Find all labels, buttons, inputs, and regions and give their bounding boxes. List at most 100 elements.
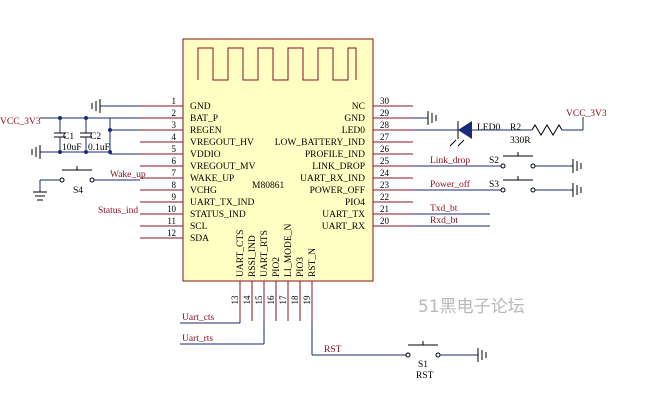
pin-label-22: PIO4	[345, 198, 365, 208]
led-d0	[413, 121, 532, 147]
s4-ref: S4	[73, 186, 83, 196]
c2-value: 0.1uF	[88, 143, 110, 153]
bottom-pin-group: 13UART_CTS14RSSI_IND15UART_RTS16PIO217LI…	[230, 224, 318, 321]
r2-value: 330R	[510, 136, 531, 146]
pin-label-17: LI_MODE_N	[284, 224, 294, 277]
pin-label-1: GND	[190, 102, 211, 112]
pin-label-19: RST_N	[308, 248, 318, 277]
net-txd: Txd_bt	[430, 204, 458, 214]
pin-label-21: UART_TX	[322, 210, 365, 220]
pin-label-23: POWER_OFF	[310, 186, 365, 196]
pin-number-5: 5	[172, 144, 177, 154]
pin-number-14: 14	[242, 295, 252, 305]
net-uart-rts: Uart_rts	[182, 334, 213, 344]
s3-ref: S3	[489, 180, 499, 190]
capacitor-c2	[80, 116, 92, 154]
watermark: 51黑电子论坛	[418, 297, 525, 317]
pin-number-15: 15	[254, 295, 264, 305]
net-wake-up: Wake_up	[110, 170, 146, 180]
pin-number-30: 30	[380, 96, 390, 106]
ground-symbol-pin29	[413, 111, 437, 125]
pin-number-21: 21	[380, 204, 389, 214]
pin-label-12: SDA	[190, 234, 209, 244]
ground-symbol-pin1	[91, 99, 140, 113]
r2-ref: R2	[510, 123, 521, 133]
pin-label-27: LOW_BATTERY_IND	[275, 138, 365, 148]
chip-name: M80861	[252, 181, 284, 191]
pin-label-4: VREGOUT_HV	[190, 138, 254, 148]
pin-label-14: RSSI_IND	[248, 235, 258, 277]
pin-label-29: GND	[344, 114, 365, 124]
pin-number-22: 22	[380, 192, 389, 202]
bottom-wiring	[180, 321, 487, 362]
pin-label-24: UART_RX_IND	[300, 174, 365, 184]
c2-ref: C2	[90, 132, 101, 142]
pin-number-24: 24	[380, 168, 390, 178]
net-uart-cts: Uart_cts	[182, 313, 214, 323]
pin-number-12: 12	[167, 228, 176, 238]
pin-number-6: 6	[172, 156, 177, 166]
switch-s4	[33, 166, 140, 201]
vcc-label-left: VCC_3V3	[0, 117, 41, 127]
pin-number-9: 9	[172, 192, 177, 202]
pin-number-25: 25	[380, 156, 390, 166]
antenna-trace	[197, 47, 357, 81]
pin-label-13: UART_CTS	[236, 230, 246, 277]
pin-number-23: 23	[380, 180, 390, 190]
pin-number-2: 2	[172, 108, 177, 118]
chip-body	[182, 38, 374, 282]
pin-label-30: NC	[352, 102, 365, 112]
net-status-ind: Status_ind	[98, 206, 138, 216]
led-ref: LED0	[477, 123, 500, 133]
pin-label-20: UART_RX	[322, 222, 365, 232]
pin-number-1: 1	[172, 96, 177, 106]
pin-label-11: SCL	[190, 222, 208, 232]
pin-number-4: 4	[172, 132, 177, 142]
pin-number-26: 26	[380, 144, 390, 154]
pin-number-11: 11	[167, 216, 176, 226]
pin-label-2: BAT_P	[190, 114, 218, 124]
pin-number-16: 16	[266, 295, 276, 305]
pin-number-29: 29	[380, 108, 390, 118]
pin-number-28: 28	[380, 120, 390, 130]
s1-ref: S1	[418, 360, 428, 370]
pin-label-25: LINK_DROP	[312, 162, 365, 172]
vcc-label-right: VCC_3V3	[566, 109, 607, 119]
pin-label-3: REGEN	[190, 126, 222, 136]
pin-label-26: PROFILE_IND	[305, 150, 365, 160]
s2-ref: S2	[489, 156, 499, 166]
pin-label-15: UART_RTS	[260, 230, 270, 277]
switch-s2	[413, 152, 582, 173]
net-power-off: Power_off	[430, 179, 471, 190]
c1-ref: C1	[63, 132, 74, 142]
c1-value: 10uF	[62, 143, 82, 153]
switch-s3	[413, 176, 582, 197]
pin-number-10: 10	[167, 204, 177, 214]
pin-label-6: VREGOUT_MV	[190, 162, 256, 172]
capacitor-c1	[54, 116, 66, 154]
pin-number-20: 20	[380, 216, 390, 226]
pin-number-18: 18	[290, 295, 300, 305]
pin-label-9: UART_TX_IND	[190, 198, 254, 208]
power-wiring-left	[40, 117, 140, 155]
pin-number-7: 7	[172, 168, 177, 178]
s1-value: RST	[416, 371, 434, 381]
pin-number-3: 3	[172, 120, 177, 130]
pin-label-7: WAKE_UP	[190, 174, 234, 184]
pin-label-10: STATUS_IND	[190, 210, 246, 220]
right-pin-group: 30NC29GND28LED027LOW_BATTERY_IND26PROFIL…	[275, 96, 413, 232]
net-rst: RST	[324, 345, 342, 355]
pin-label-5: VDDIO	[190, 150, 221, 160]
pin-label-18: PIO3	[296, 257, 306, 277]
pin-number-13: 13	[230, 295, 240, 305]
pin-number-8: 8	[172, 180, 177, 190]
resistor-r2	[531, 117, 584, 136]
pin-number-27: 27	[380, 132, 390, 142]
net-rxd: Rxd_bt	[430, 216, 458, 226]
pin-label-8: VCHG	[190, 186, 217, 196]
net-link-drop: Link_drop	[430, 156, 470, 166]
pin-number-19: 19	[302, 295, 312, 305]
ground-symbol-caps	[31, 145, 41, 159]
